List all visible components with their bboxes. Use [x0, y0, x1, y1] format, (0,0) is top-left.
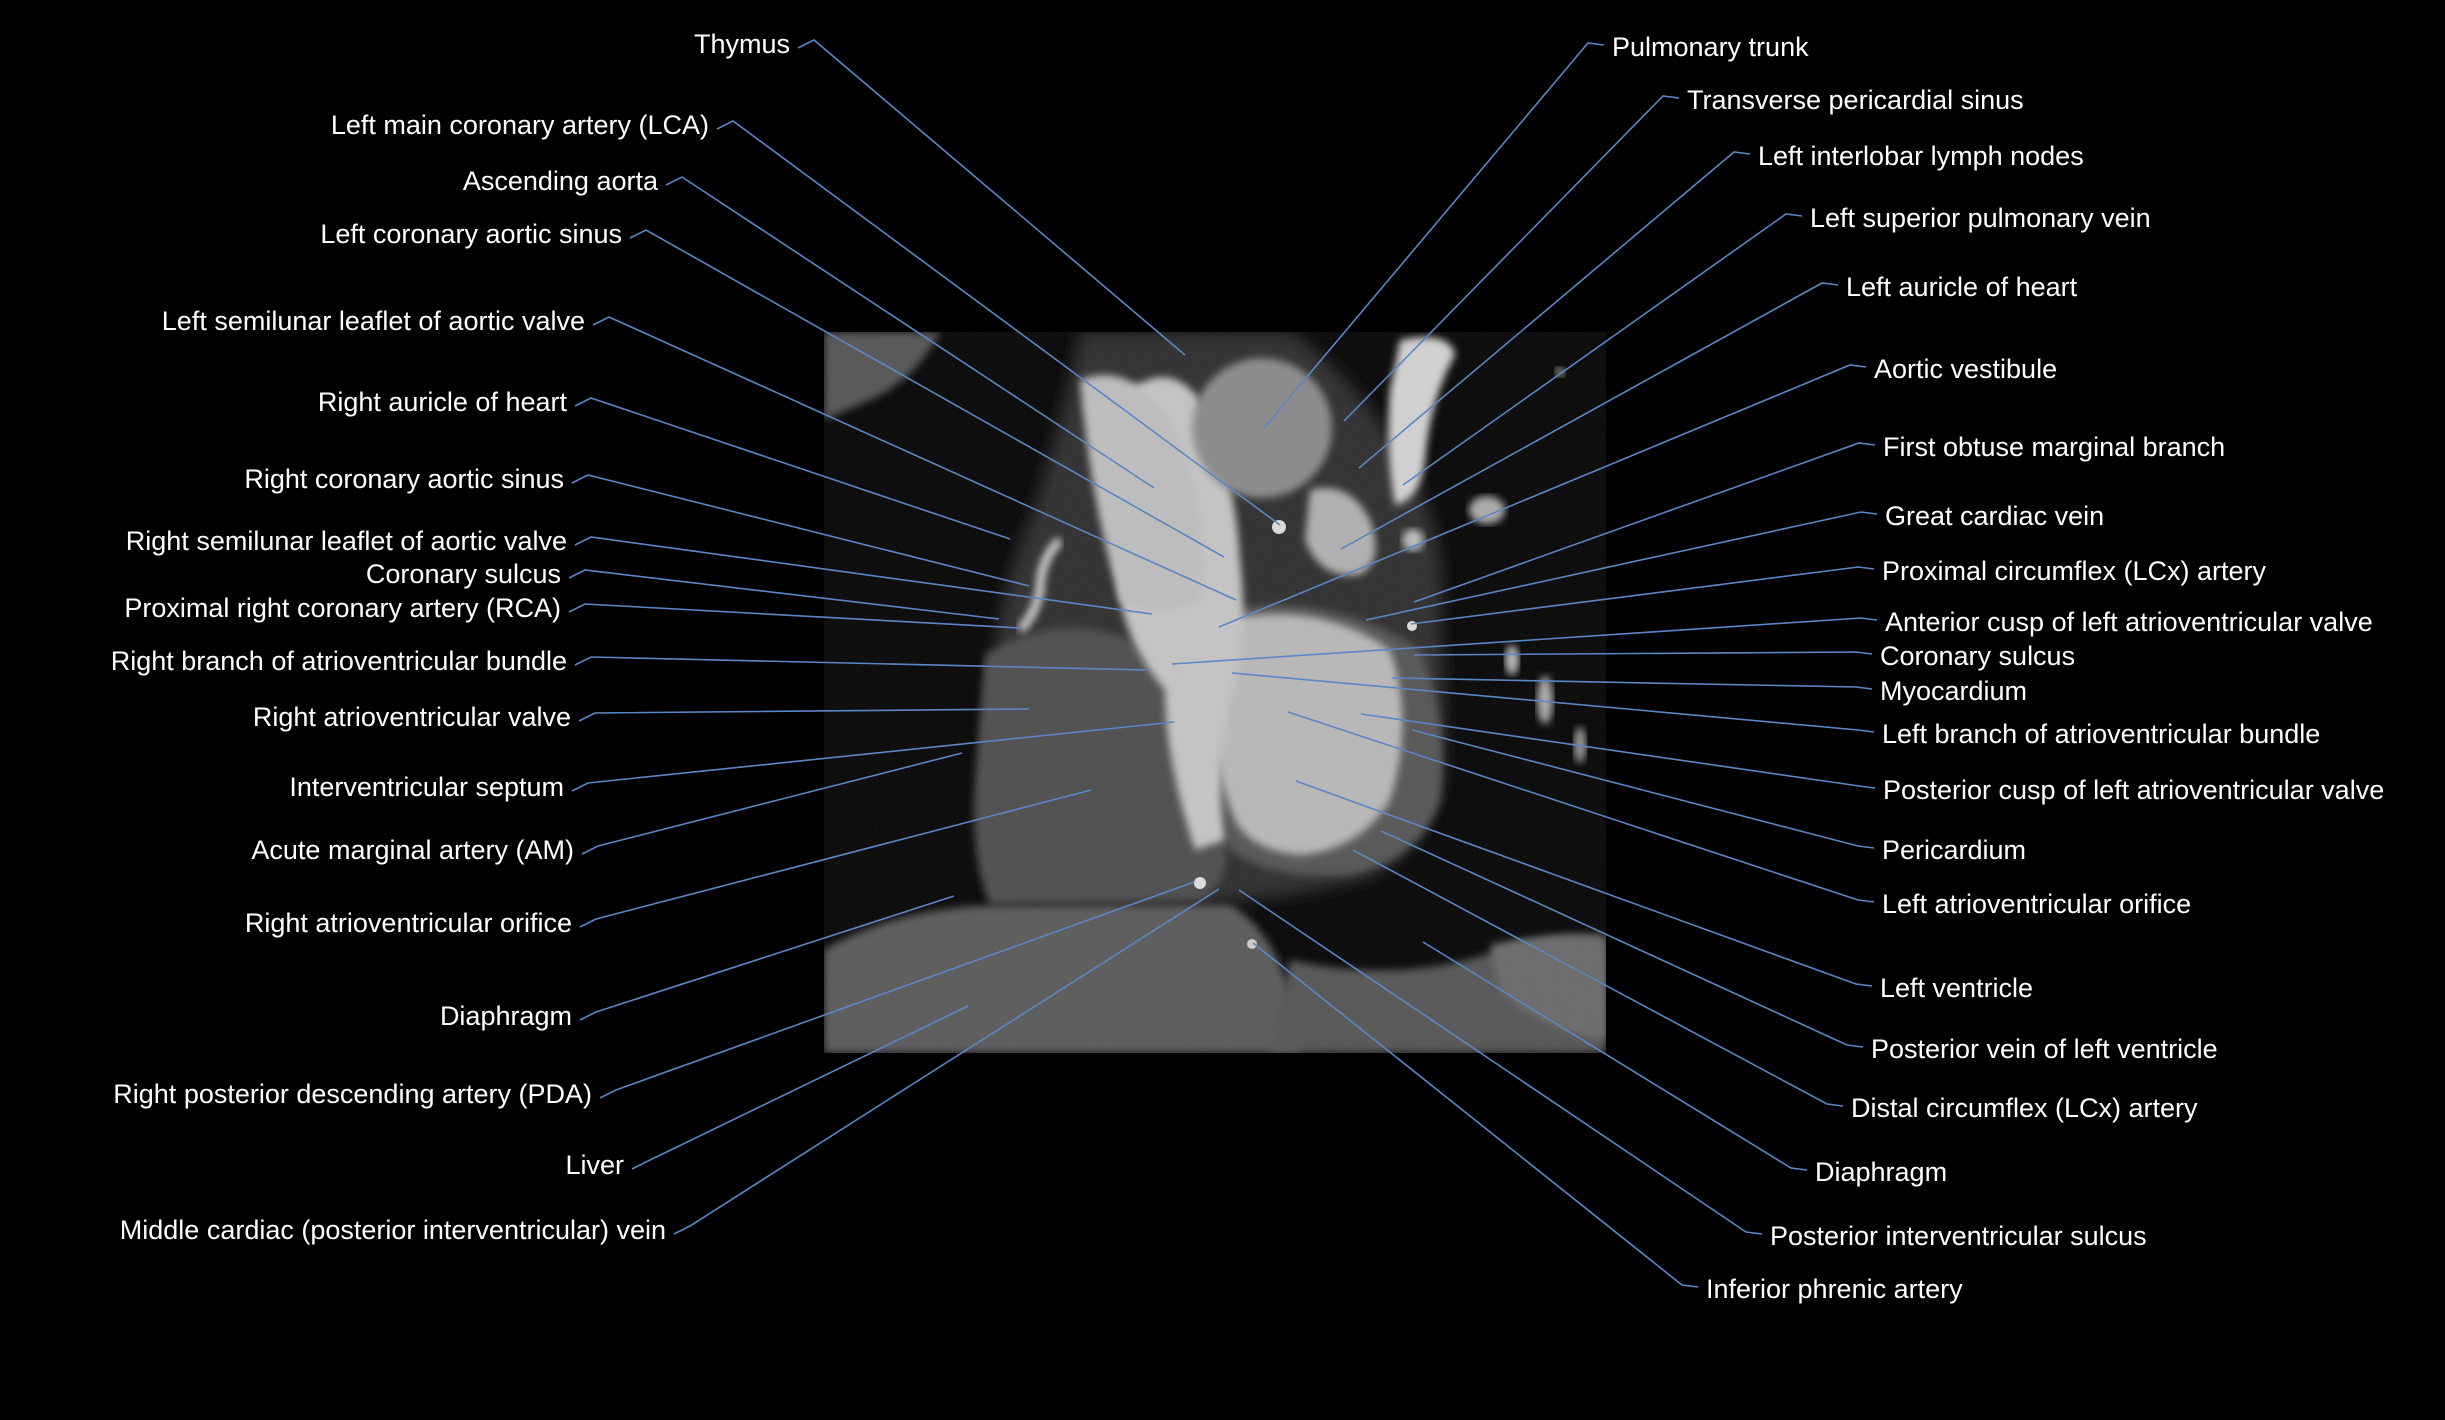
label-right-atrioventricular-orifice: Right atrioventricular orifice: [244, 908, 572, 938]
label-left-semilunar-leaflet-of-aortic-valve: Left semilunar leaflet of aortic valve: [161, 306, 585, 336]
label-pericardium: Pericardium: [1882, 835, 2027, 865]
label-proximal-circumflex-lcx-artery: Proximal circumflex (LCx) artery: [1882, 556, 2267, 586]
label-right-posterior-descending-artery-pda: Right posterior descending artery (PDA): [113, 1079, 592, 1109]
label-coronary-sulcus: Coronary sulcus: [365, 559, 561, 589]
label-acute-marginal-artery-am: Acute marginal artery (AM): [251, 835, 574, 865]
label-anterior-cusp-of-left-atrioventricular-valve: Anterior cusp of left atrioventricular v…: [1885, 607, 2373, 637]
label-diaphragm: Diaphragm: [439, 1001, 572, 1031]
label-left-auricle-of-heart: Left auricle of heart: [1846, 272, 2078, 302]
label-right-coronary-aortic-sinus: Right coronary aortic sinus: [244, 464, 564, 494]
label-diaphragm: Diaphragm: [1815, 1157, 1948, 1187]
label-ascending-aorta: Ascending aorta: [462, 166, 658, 196]
label-thymus: Thymus: [693, 29, 790, 59]
label-right-auricle-of-heart: Right auricle of heart: [317, 387, 567, 417]
label-right-semilunar-leaflet-of-aortic-valve: Right semilunar leaflet of aortic valve: [125, 526, 567, 556]
label-inferior-phrenic-artery: Inferior phrenic artery: [1706, 1274, 1963, 1304]
label-left-branch-of-atrioventricular-bundle: Left branch of atrioventricular bundle: [1882, 719, 2321, 749]
label-left-atrioventricular-orifice: Left atrioventricular orifice: [1882, 889, 2192, 919]
label-left-interlobar-lymph-nodes: Left interlobar lymph nodes: [1758, 141, 2084, 171]
label-distal-circumflex-lcx-artery: Distal circumflex (LCx) artery: [1851, 1093, 2198, 1123]
label-coronary-sulcus: Coronary sulcus: [1880, 641, 2076, 671]
label-interventricular-septum: Interventricular septum: [289, 772, 564, 802]
label-left-coronary-aortic-sinus: Left coronary aortic sinus: [320, 219, 622, 249]
label-pulmonary-trunk: Pulmonary trunk: [1612, 32, 1809, 62]
label-posterior-cusp-of-left-atrioventricular-valve: Posterior cusp of left atrioventricular …: [1883, 775, 2385, 805]
label-right-branch-of-atrioventricular-bundle: Right branch of atrioventricular bundle: [110, 646, 567, 676]
label-left-superior-pulmonary-vein: Left superior pulmonary vein: [1810, 203, 2151, 233]
label-right-atrioventricular-valve: Right atrioventricular valve: [252, 702, 571, 732]
label-liver: Liver: [565, 1150, 624, 1180]
label-aortic-vestibule: Aortic vestibule: [1874, 354, 2058, 384]
label-transverse-pericardial-sinus: Transverse pericardial sinus: [1687, 85, 2024, 115]
label-posterior-interventricular-sulcus: Posterior interventricular sulcus: [1770, 1221, 2147, 1251]
label-middle-cardiac-posterior-interventricular-vein: Middle cardiac (posterior interventricul…: [119, 1215, 666, 1245]
label-proximal-right-coronary-artery-rca: Proximal right coronary artery (RCA): [124, 593, 561, 623]
label-myocardium: Myocardium: [1880, 676, 2028, 706]
label-left-ventricle: Left ventricle: [1880, 973, 2034, 1003]
label-left-main-coronary-artery-lca: Left main coronary artery (LCA): [330, 110, 709, 140]
label-great-cardiac-vein: Great cardiac vein: [1885, 501, 2105, 531]
label-posterior-vein-of-left-ventricle: Posterior vein of left ventricle: [1871, 1034, 2218, 1064]
label-first-obtuse-marginal-branch: First obtuse marginal branch: [1883, 432, 2226, 462]
